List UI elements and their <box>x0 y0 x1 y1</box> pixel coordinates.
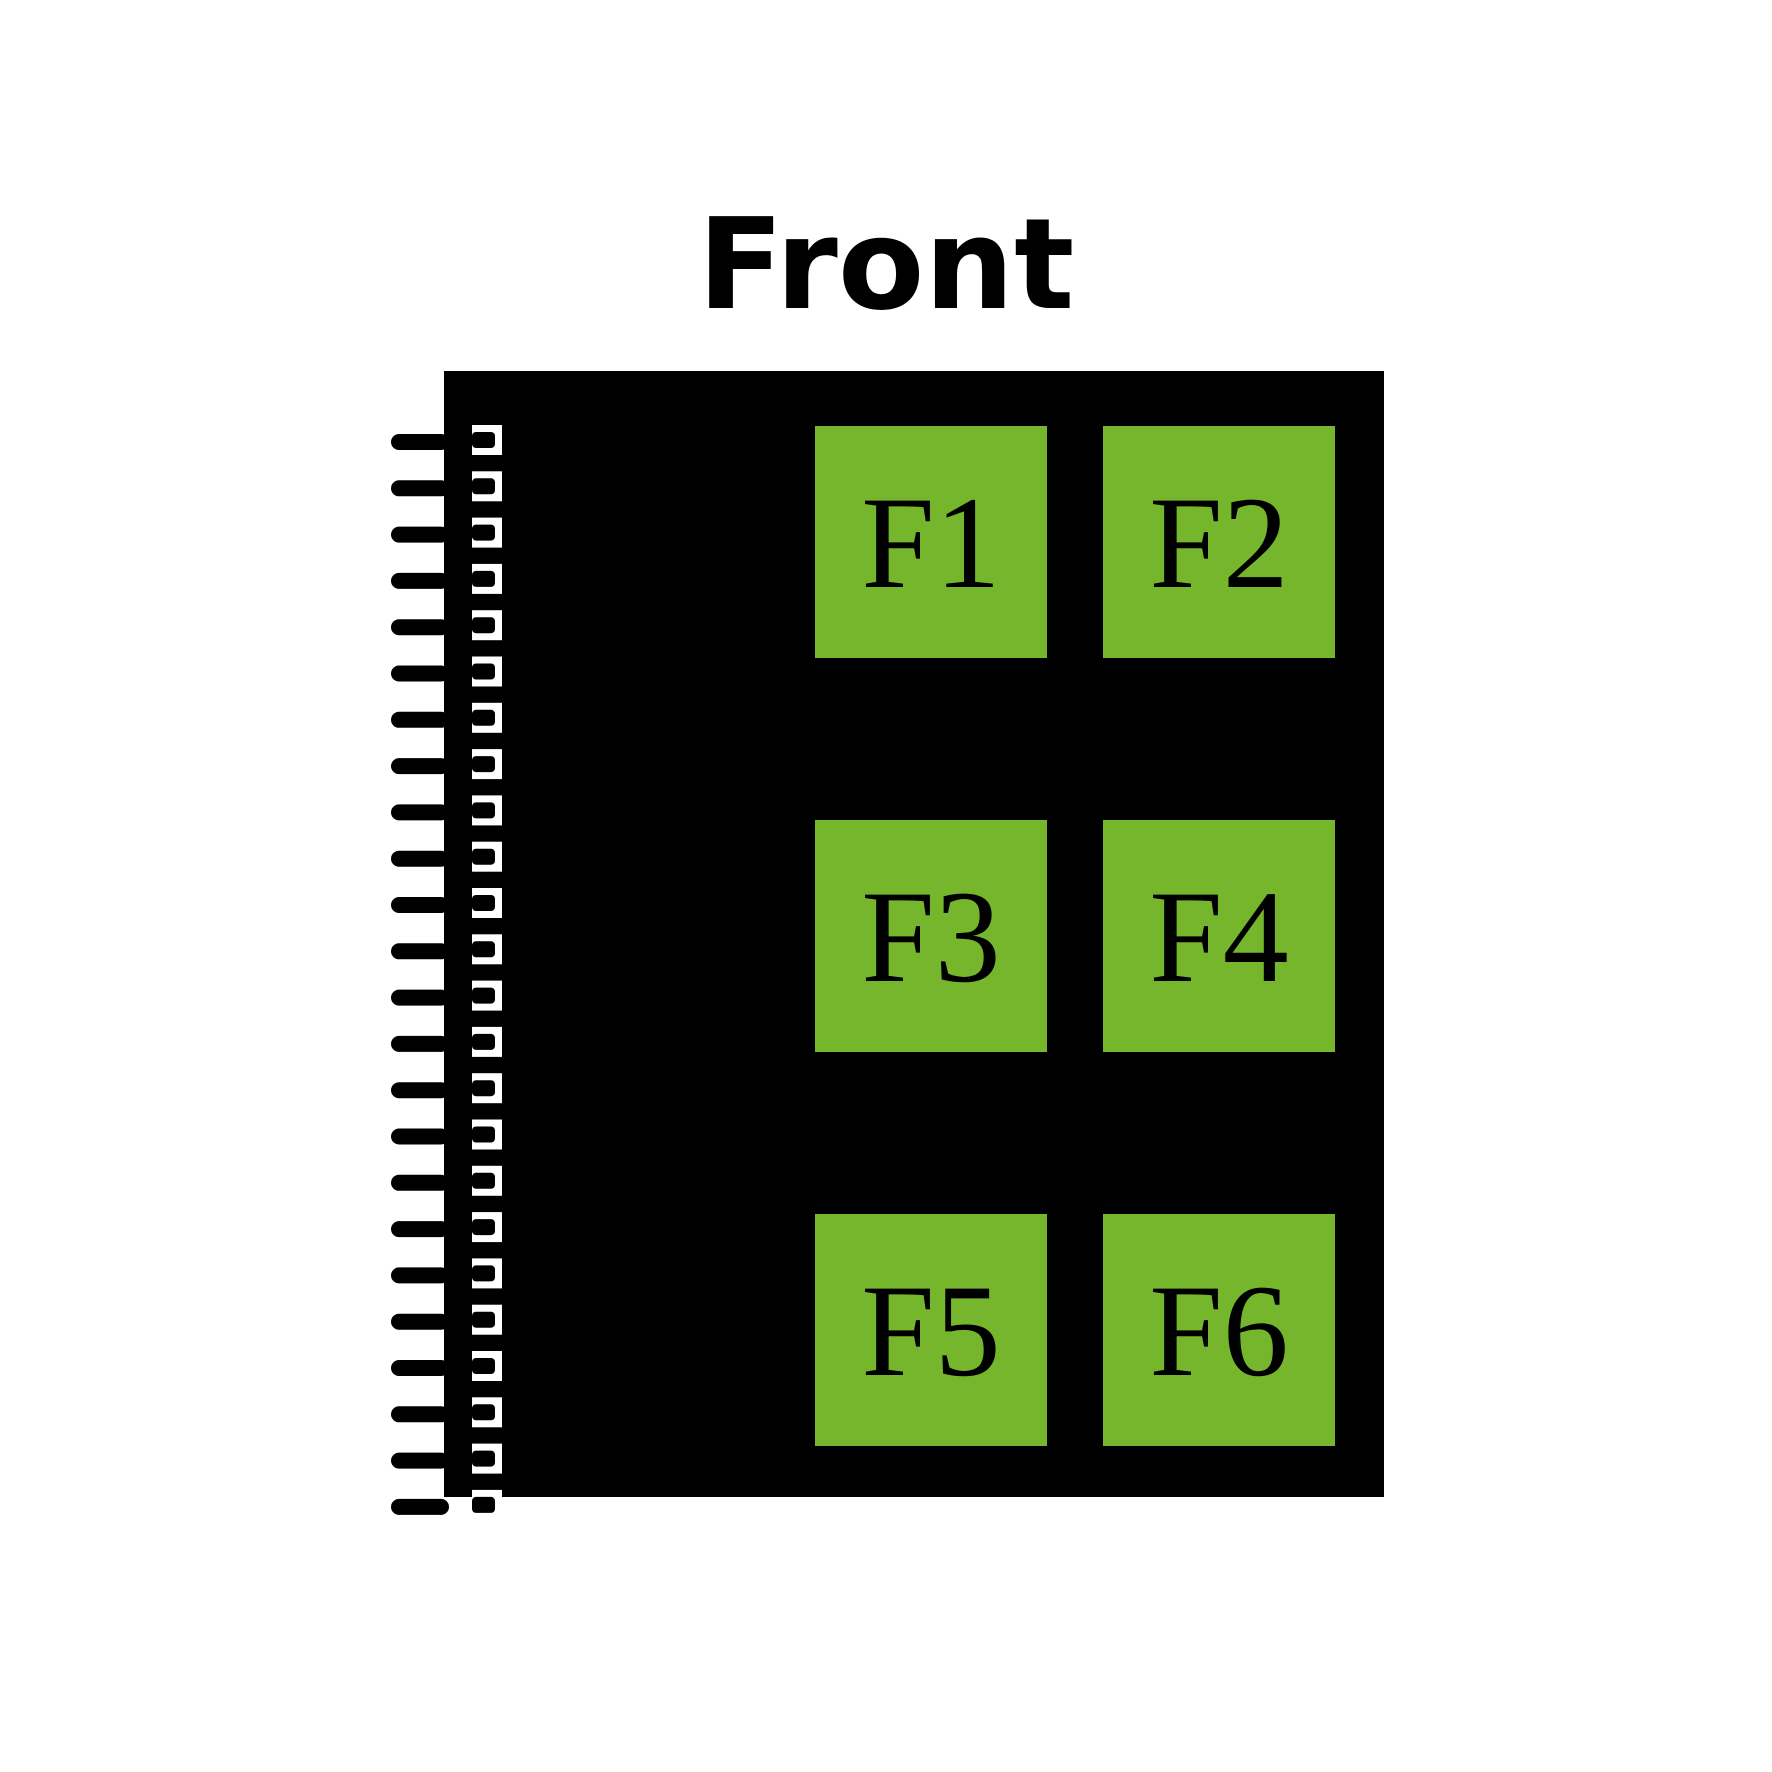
pin-lead <box>391 711 449 728</box>
slot-label: F5 <box>861 1256 1001 1404</box>
pin-lead <box>391 989 449 1006</box>
slot-f1: F1 <box>815 426 1047 658</box>
slot-label: F2 <box>1149 468 1289 616</box>
pin-lead <box>391 1360 449 1376</box>
pin-lead <box>391 1174 449 1191</box>
slot-label: F4 <box>1149 862 1289 1010</box>
slot-label: F1 <box>861 468 1001 616</box>
slot-f2: F2 <box>1103 426 1335 658</box>
pin-lead <box>391 1128 449 1145</box>
diagram-title: Front <box>697 191 1075 338</box>
pin-lead <box>391 572 449 589</box>
pin-lead <box>391 804 449 821</box>
slot-f5: F5 <box>815 1214 1047 1446</box>
slot-f3: F3 <box>815 820 1047 1052</box>
pin-lead <box>391 665 449 682</box>
pin-lead <box>391 434 449 450</box>
pin-lead <box>391 758 449 775</box>
pin-lead <box>391 1406 449 1423</box>
pin-lead <box>391 1452 449 1469</box>
pin-lead <box>391 480 449 497</box>
pin-lead <box>391 1313 449 1330</box>
pin-pad-socket <box>472 1496 495 1513</box>
pin-lead <box>391 850 449 867</box>
pin-lead <box>391 526 449 543</box>
pin-lead <box>391 1498 449 1515</box>
slot-label: F6 <box>1149 1256 1289 1404</box>
pin-lead <box>391 1035 449 1052</box>
slot-label: F3 <box>861 862 1001 1010</box>
pin-lead <box>391 1267 449 1284</box>
slot-f4: F4 <box>1103 820 1335 1052</box>
pin-lead <box>391 619 449 636</box>
pin-lead <box>391 943 449 960</box>
pin-lead <box>391 897 449 913</box>
slot-f6: F6 <box>1103 1214 1335 1446</box>
pin-lead <box>391 1082 449 1099</box>
pin-lead <box>391 1221 449 1238</box>
